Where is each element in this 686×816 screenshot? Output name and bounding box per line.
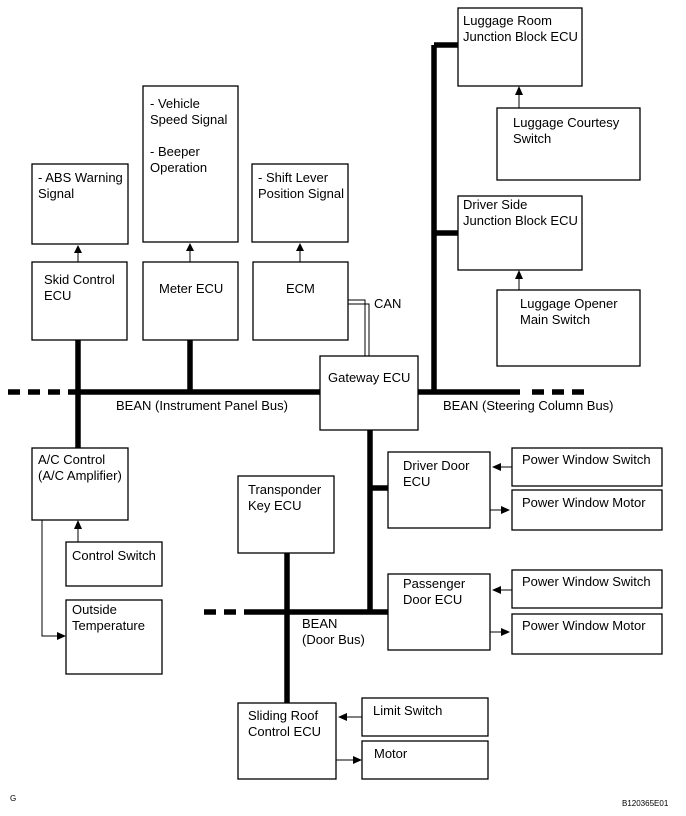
luggage-courtesy-frame [496,107,641,181]
control-switch-box: Control Switch [65,541,163,587]
limit-switch-label: Limit Switch [373,703,442,718]
ecm-box: ECM [252,261,349,341]
shift-lever-label: Position Signal [258,186,344,201]
ac-control-frame [31,447,129,521]
bean-instrument-panel-bus-label: BEAN (Instrument Panel Bus) [116,398,288,413]
can-line [348,299,370,356]
luggage-room-jb-label: Luggage Room [463,13,552,28]
outside-temp-frame [65,599,163,675]
skid-control-label: ECU [44,288,71,303]
ac-control-label: (A/C Amplifier) [38,468,122,483]
driver-door-frame [387,451,491,529]
pw-switch-1-box: Power Window Switch [511,447,663,487]
luggage-courtesy-label: Luggage Courtesy [513,115,620,130]
gateway-ecu-frame [319,355,419,431]
bean-steering-column-bus-label: BEAN (Steering Column Bus) [443,398,614,413]
vehicle-speed-label: - Beeper [150,144,201,159]
pw-switch-1-label: Power Window Switch [522,452,651,467]
pw-switch-1-frame [511,447,663,487]
passenger-door-label: Passenger [403,576,466,591]
pw-motor-2-label: Power Window Motor [522,618,646,633]
abs-warning-label: Signal [38,186,74,201]
transponder-frame [237,475,335,554]
signal-lines [41,86,523,764]
driver-side-jb-label: Driver Side [463,197,527,212]
driver-side-jb-label: Junction Block ECU [463,213,578,228]
outside-temp-label: Temperature [72,618,145,633]
ecm-label: ECM [286,281,315,296]
pw-motor-2-box: Power Window Motor [511,613,663,655]
vehicle-speed-frame [142,85,239,243]
motor-label: Motor [374,746,408,761]
pw-motor-1-frame [511,489,663,531]
sliding-roof-frame [237,702,337,780]
pw-switch-2-frame [511,569,663,609]
sliding-roof-label: Sliding Roof [248,708,318,723]
vehicle-speed-label: - Vehicle [150,96,200,111]
vehicle-speed-label: Operation [150,160,207,175]
figure-code: B120365E01 [622,799,669,808]
bean-door-bus-label: BEAN [302,616,337,631]
meter-ecu-frame [142,261,239,341]
luggage-opener-label: Main Switch [520,312,590,327]
pw-switch-2-box: Power Window Switch [511,569,663,609]
luggage-opener-frame [496,289,641,367]
driver-door-label: Driver Door [403,458,470,473]
pw-motor-1-label: Power Window Motor [522,495,646,510]
outside-temp-label: Outside [72,602,117,617]
luggage-room-jb-label: Junction Block ECU [463,29,578,44]
luggage-opener-label: Luggage Opener [520,296,618,311]
transponder-label: Transponder [248,482,322,497]
driver-side-jb-frame [457,195,583,271]
vehicle-speed-label: Speed Signal [150,112,227,127]
abs-warning-frame [31,163,129,245]
limit-switch-frame [361,697,489,737]
passenger-door-frame [387,573,491,651]
driver-door-label: ECU [403,474,430,489]
skid-control-frame [31,261,128,341]
sliding-roof-label: Control ECU [248,724,321,739]
pw-switch-2-label: Power Window Switch [522,574,651,589]
ac-control-label: A/C Control [38,452,105,467]
abs-warning-label: - ABS Warning [38,170,123,185]
shift-lever-frame [251,163,349,243]
luggage-courtesy-label: Switch [513,131,551,146]
can-label: CAN [374,296,401,311]
control-switch-label: Control Switch [72,548,156,563]
figure-corner-letter: G [10,794,16,803]
motor-frame [361,740,489,780]
pw-motor-2-frame [511,613,663,655]
pw-motor-1-box: Power Window Motor [511,489,663,531]
transponder-label: Key ECU [248,498,301,513]
luggage-room-jb-frame [457,7,583,87]
limit-switch-box: Limit Switch [361,697,489,737]
door-bus-label: (Door Bus) [302,632,365,647]
meter-ecu-box: Meter ECU [142,261,239,341]
motor-box: Motor [361,740,489,780]
ecm-frame [252,261,349,341]
skid-control-label: Skid Control [44,272,115,287]
passenger-door-label: Door ECU [403,592,462,607]
meter-ecu-label: Meter ECU [159,281,223,296]
gateway-ecu-label: Gateway ECU [328,370,410,385]
control-switch-frame [65,541,163,587]
shift-lever-label: - Shift Lever [258,170,329,185]
gateway-ecu-box: Gateway ECU [319,355,419,431]
ac-control-box: A/C Control(A/C Amplifier) [31,447,129,521]
